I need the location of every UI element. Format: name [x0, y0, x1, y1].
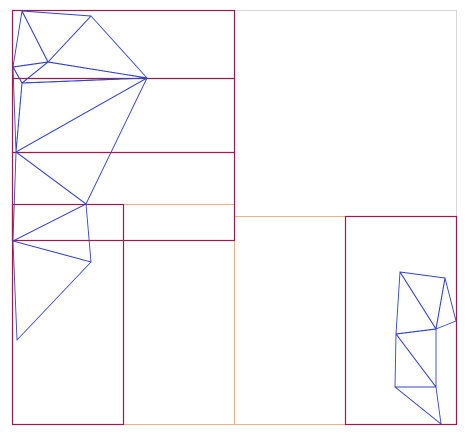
mesh-right-cluster — [394, 271, 457, 425]
mesh-triangle — [394, 386, 442, 425]
mesh-triangle — [12, 61, 49, 84]
mesh-triangle — [21, 61, 148, 84]
box-bottom-left — [11, 203, 125, 426]
mesh-triangle — [15, 77, 148, 205]
mesh-triangle — [395, 328, 437, 388]
mesh-triangle — [399, 271, 446, 330]
faint-box-middle — [123, 204, 235, 425]
mesh-triangle — [12, 151, 87, 242]
mesh-triangle — [12, 240, 92, 341]
mesh-triangle — [435, 277, 457, 330]
mesh-triangle — [395, 271, 437, 335]
mesh-triangle — [394, 333, 437, 388]
mesh-triangle — [12, 10, 49, 68]
mesh-left-cluster — [12, 10, 148, 341]
box-bottom-right — [344, 215, 458, 426]
mesh-triangle — [47, 15, 148, 79]
mesh-triangle — [21, 10, 92, 63]
faint-partition-boxes — [123, 204, 457, 425]
mesh-triangle — [12, 203, 92, 263]
